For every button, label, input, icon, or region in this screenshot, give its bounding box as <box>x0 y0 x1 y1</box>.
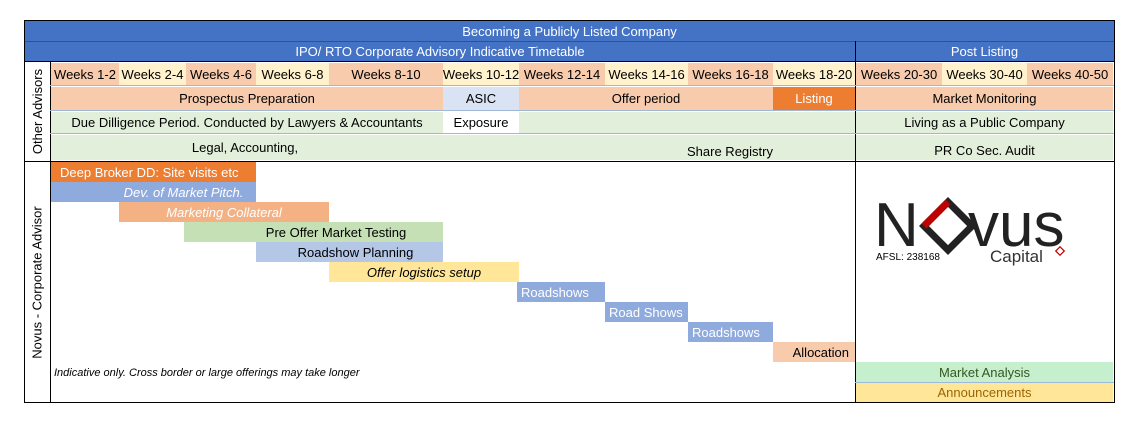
week-header: Weeks 8-10 <box>329 63 443 85</box>
week-header: Weeks 18-20 <box>773 63 855 85</box>
exposure-cell: Exposure <box>453 115 509 130</box>
row2-fill <box>519 112 855 133</box>
logo-n-letter: N <box>874 191 919 260</box>
divider <box>25 61 1114 62</box>
logo-capital-text: Capital <box>990 247 1043 266</box>
market-pitch-bar: Dev. of Market Pitch. <box>51 182 256 202</box>
divider <box>855 41 856 402</box>
logo-diamond-icon <box>919 197 977 255</box>
novus-logo-mark: N vus <box>874 191 1064 260</box>
logo-vus-letters: vus <box>968 191 1064 260</box>
week-header: Weeks 20-30 <box>856 63 942 85</box>
legal-accounting: Legal, Accounting, <box>191 140 299 155</box>
pr-cosec-audit: PR Co Sec. Audit <box>856 135 1113 160</box>
prospectus-preparation: Prospectus Preparation <box>51 87 443 110</box>
indicative-note: Indicative only. Cross border or large o… <box>54 367 360 379</box>
timetable-header: IPO/ RTO Corporate Advisory Indicative T… <box>25 41 855 61</box>
novus-capital-logo: N vus <box>872 190 1072 270</box>
roadshows-bar-1: Roadshows <box>517 282 605 302</box>
asic-cell: ASIC <box>443 87 519 110</box>
other-advisors-text: Other Advisors <box>30 68 46 155</box>
deep-broker-dd-bar: Deep Broker DD: Site visits etc <box>51 162 256 182</box>
divider <box>855 382 1114 383</box>
due-diligence: Due Dilligence Period. Conducted by Lawy… <box>51 112 443 133</box>
marketing-collateral-bar: Marketing Collateral <box>119 202 329 222</box>
week-header: Weeks 4-6 <box>186 63 256 85</box>
afsl-number: AFSL: 238168 <box>876 251 940 263</box>
share-registry: Share Registry <box>687 143 773 159</box>
roadshow-planning-bar: Roadshow Planning <box>256 242 443 262</box>
listing-cell: Listing <box>773 87 855 110</box>
week-header: Weeks 40-50 <box>1027 63 1113 85</box>
other-advisors-label: Other Advisors <box>25 63 50 160</box>
row3-fill <box>51 135 855 160</box>
living-public-company: Living as a Public Company <box>856 112 1113 133</box>
pre-offer-testing-bar: Pre Offer Market Testing <box>184 222 443 242</box>
divider <box>50 110 1114 111</box>
offer-logistics-bar: Offer logistics setup <box>329 262 519 282</box>
week-header: Weeks 6-8 <box>256 63 329 85</box>
divider <box>25 161 1114 162</box>
week-header: Weeks 30-40 <box>942 63 1027 85</box>
roadshows-bar-2: Roadshows <box>688 322 773 342</box>
week-header: Weeks 10-12 <box>443 63 519 85</box>
road-shows-bar: Road Shows <box>605 302 688 322</box>
offer-period: Offer period <box>519 87 773 110</box>
divider <box>50 61 51 402</box>
page-title: Becoming a Publicly Listed Company <box>25 21 1114 41</box>
post-listing-header: Post Listing <box>855 41 1114 61</box>
week-header: Weeks 1-2 <box>51 63 119 85</box>
week-header: Weeks 16-18 <box>688 63 773 85</box>
divider <box>50 85 1114 86</box>
week-header: Weeks 2-4 <box>119 63 186 85</box>
allocation-bar: Allocation <box>773 342 855 362</box>
market-monitoring: Market Monitoring <box>856 87 1113 110</box>
novus-advisor-label: Novus - Corporate Advisor <box>25 162 50 402</box>
divider <box>25 41 1114 42</box>
market-analysis-bar: Market Analysis <box>856 362 1113 382</box>
week-header: Weeks 14-16 <box>605 63 688 85</box>
week-header: Weeks 12-14 <box>519 63 605 85</box>
announcements-bar: Announcements <box>856 382 1113 402</box>
logo-small-diamond-icon <box>1054 244 1066 257</box>
novus-advisor-text: Novus - Corporate Advisor <box>30 205 46 359</box>
divider <box>50 133 1114 134</box>
